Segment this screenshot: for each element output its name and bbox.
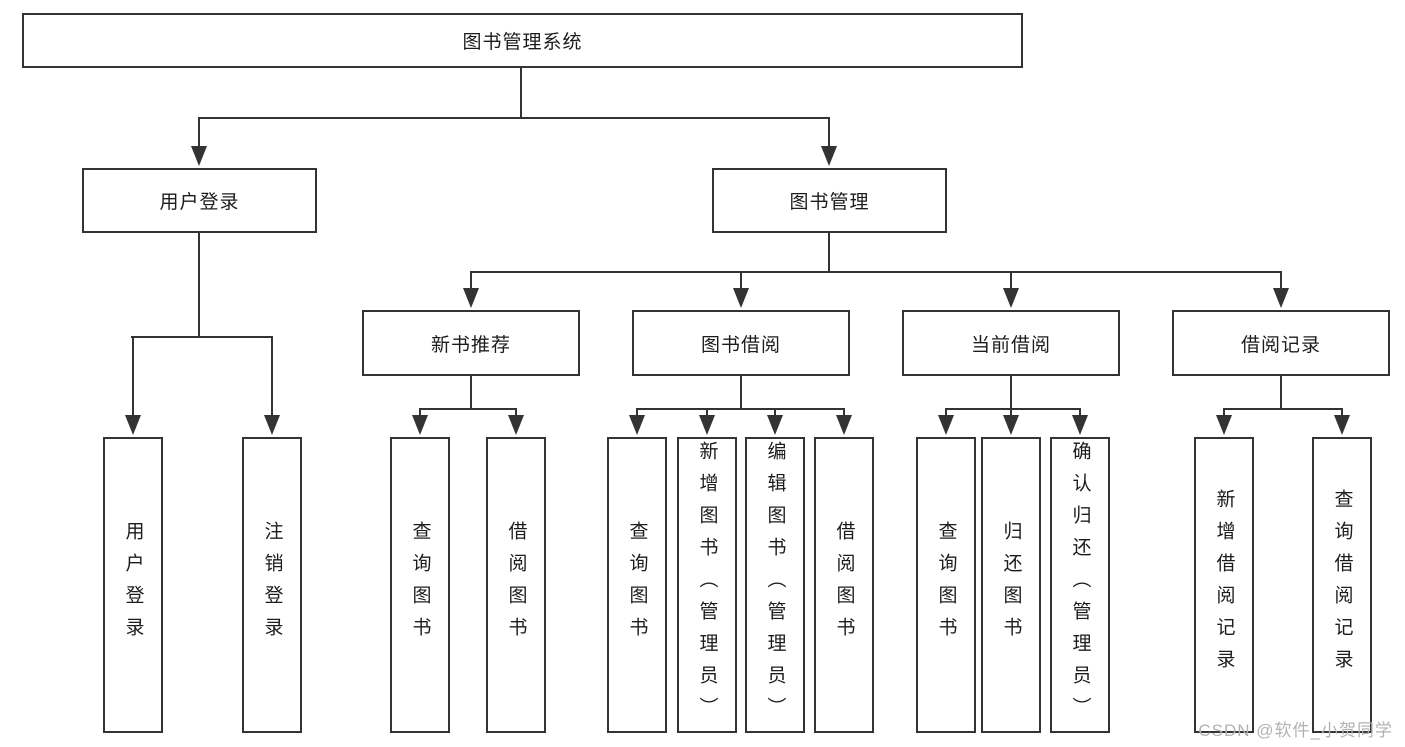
leaf-query-books-current: 查询图书 <box>916 437 976 733</box>
connector-line <box>419 408 421 420</box>
connector-line <box>198 117 830 119</box>
connector-line <box>774 408 776 420</box>
arrow-down-icon <box>1003 415 1019 435</box>
connector-line <box>636 408 638 420</box>
node-label: 新增图书（管理员） <box>696 441 718 729</box>
connector-line <box>1341 408 1343 420</box>
node-label: 查询图书 <box>626 521 648 649</box>
connector-line <box>198 117 200 150</box>
arrow-down-icon <box>1003 288 1019 308</box>
node-label: 新书推荐 <box>430 334 511 356</box>
arrow-down-icon <box>191 146 207 166</box>
arrow-down-icon <box>767 415 783 435</box>
arrow-down-icon <box>733 288 749 308</box>
connector-line <box>1223 408 1343 410</box>
connector-line <box>515 408 517 420</box>
node-current-borrow: 当前借阅 <box>902 310 1120 376</box>
node-label: 图书借阅 <box>700 334 781 356</box>
connector-line <box>1010 408 1012 420</box>
watermark: CSDN @软件_小贺同学 <box>1198 721 1393 740</box>
node-label: 图书管理系统 <box>462 32 583 53</box>
arrow-down-icon <box>412 415 428 435</box>
connector-line <box>271 336 273 420</box>
leaf-add-borrow-record: 新增借阅记录 <box>1194 437 1254 733</box>
connector-line <box>131 336 273 338</box>
connector-line <box>945 408 1081 410</box>
connector-line <box>520 68 522 117</box>
node-label: 确认归还（管理员） <box>1069 441 1091 729</box>
leaf-confirm-return-admin: 确认归还（管理员） <box>1050 437 1110 733</box>
arrow-down-icon <box>264 415 280 435</box>
connector-line <box>198 233 200 338</box>
connector-line <box>419 408 517 410</box>
arrow-down-icon <box>1072 415 1088 435</box>
connector-line <box>1010 376 1012 410</box>
arrow-down-icon <box>1334 415 1350 435</box>
leaf-add-books-admin: 新增图书（管理员） <box>677 437 737 733</box>
leaf-return-books: 归还图书 <box>981 437 1041 733</box>
arrow-down-icon <box>938 415 954 435</box>
arrow-down-icon <box>125 415 141 435</box>
connector-line <box>1010 271 1012 291</box>
node-label: 借阅记录 <box>1240 334 1321 356</box>
node-label: 新增借阅记录 <box>1213 489 1235 681</box>
node-label: 查询图书 <box>935 521 957 649</box>
arrow-down-icon <box>1273 288 1289 308</box>
arrow-down-icon <box>821 146 837 166</box>
node-label: 当前借阅 <box>970 334 1051 356</box>
arrow-down-icon <box>836 415 852 435</box>
connector-line <box>636 408 845 410</box>
node-label: 用户登录 <box>122 521 144 649</box>
connector-line <box>828 117 830 150</box>
node-borrow-records: 借阅记录 <box>1172 310 1390 376</box>
node-label: 借阅图书 <box>833 521 855 649</box>
connector-line <box>945 408 947 420</box>
node-book-management-branch: 图书管理 <box>712 168 947 233</box>
node-user-login-branch: 用户登录 <box>82 168 317 233</box>
node-label: 借阅图书 <box>505 521 527 649</box>
connector-line <box>1280 271 1282 291</box>
connector-line <box>1223 408 1225 420</box>
connector-line <box>828 233 830 273</box>
connector-line <box>843 408 845 420</box>
leaf-edit-books-admin: 编辑图书（管理员） <box>745 437 805 733</box>
connector-line <box>740 271 742 291</box>
arrow-down-icon <box>463 288 479 308</box>
arrow-down-icon <box>699 415 715 435</box>
connector-line <box>1079 408 1081 420</box>
node-label: 查询借阅记录 <box>1331 489 1353 681</box>
leaf-query-borrow-record: 查询借阅记录 <box>1312 437 1372 733</box>
connector-line <box>470 271 472 291</box>
connector-line <box>706 408 708 420</box>
node-label: 查询图书 <box>409 521 431 649</box>
connector-line <box>132 336 134 420</box>
connector-line <box>470 271 1282 273</box>
node-label: 注销登录 <box>261 521 283 649</box>
leaf-query-books-recommend: 查询图书 <box>390 437 450 733</box>
leaf-logout-login: 注销登录 <box>242 437 302 733</box>
connector-line <box>1280 376 1282 410</box>
node-label: 归还图书 <box>1000 521 1022 649</box>
node-label: 编辑图书（管理员） <box>764 441 786 729</box>
leaf-user-login: 用户登录 <box>103 437 163 733</box>
node-root-library-system: 图书管理系统 <box>22 13 1023 68</box>
node-new-book-recommend: 新书推荐 <box>362 310 580 376</box>
arrow-down-icon <box>629 415 645 435</box>
arrow-down-icon <box>508 415 524 435</box>
arrow-down-icon <box>1216 415 1232 435</box>
leaf-query-books-borrow: 查询图书 <box>607 437 667 733</box>
node-book-borrow: 图书借阅 <box>632 310 850 376</box>
node-label: 图书管理 <box>789 192 870 213</box>
connector-line <box>740 376 742 410</box>
leaf-borrow-books: 借阅图书 <box>814 437 874 733</box>
node-label: 用户登录 <box>159 192 240 213</box>
leaf-borrow-books-recommend: 借阅图书 <box>486 437 546 733</box>
connector-line <box>470 376 472 410</box>
